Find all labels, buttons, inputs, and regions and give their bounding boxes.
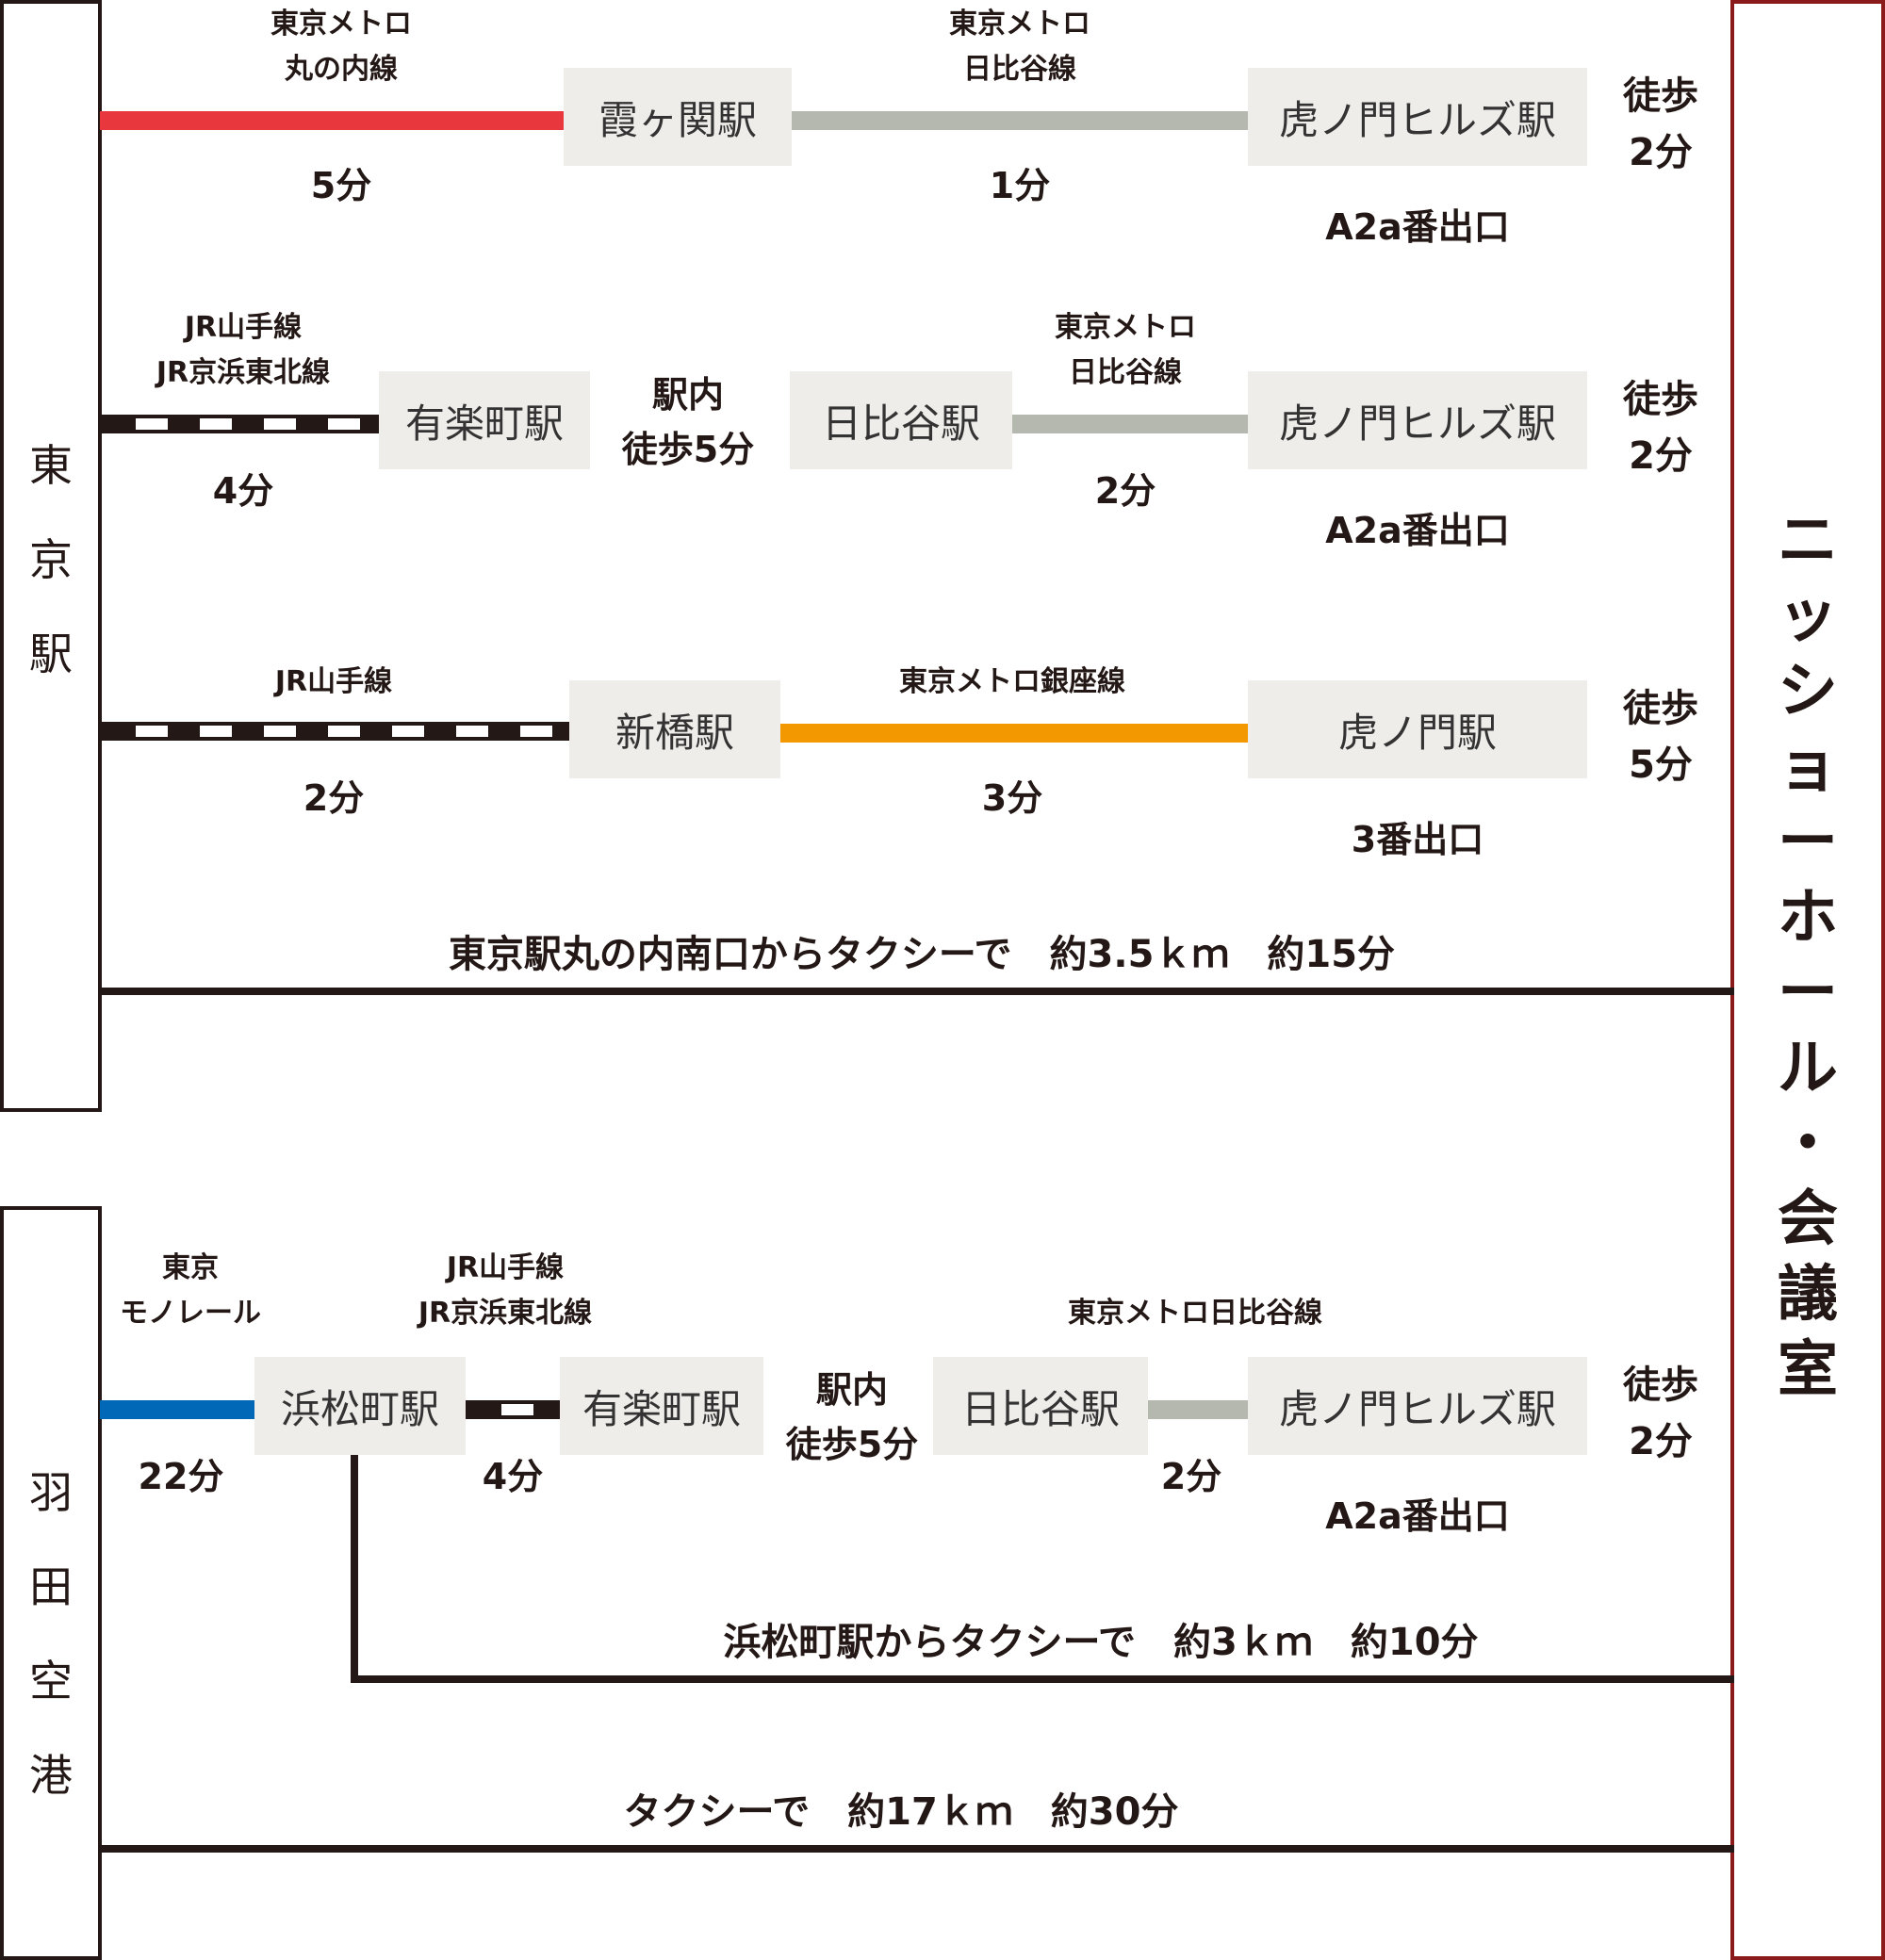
- route4-line2-jr: [466, 1400, 560, 1419]
- route1-line1-time: 5分: [310, 165, 372, 206]
- route2-transfer-walk: 駅内 徒歩5分: [621, 374, 755, 470]
- route4-line1-monorail: [100, 1400, 256, 1419]
- taxi-from-tokyo-line: [100, 988, 1734, 995]
- route1-station-kasumigaseki: 霞ヶ関駅: [564, 68, 792, 166]
- route1-walk: 徒歩 2分: [1623, 74, 1698, 174]
- route4-exit: A2a番出口: [1325, 1495, 1510, 1537]
- route2-line1-time: 4分: [212, 470, 274, 512]
- route4-station-hamamatsucho: 浜松町駅: [254, 1357, 466, 1455]
- route2-line2-hibiya: [1012, 415, 1248, 433]
- origin-tokyo-label: 東 京 駅: [29, 440, 73, 679]
- route2-line1-jr: [100, 415, 379, 433]
- route1-station-toranomon-hills: 虎ノ門ヒルズ駅: [1248, 68, 1587, 166]
- route4-line1-time: 22分: [138, 1456, 224, 1497]
- taxi-from-haneda-label: タクシーで 約17ｋｍ 約30分: [623, 1790, 1179, 1834]
- route1-line2-time: 1分: [989, 165, 1051, 206]
- route4-station-hibiya: 日比谷駅: [933, 1357, 1148, 1455]
- route1-line1-marunouchi: [100, 111, 566, 130]
- route4-station-toranomon-hills: 虎ノ門ヒルズ駅: [1248, 1357, 1587, 1455]
- route3-line2-label: 東京メトロ銀座線: [899, 665, 1125, 698]
- route3-walk: 徒歩 5分: [1623, 687, 1698, 787]
- route4-walk: 徒歩 2分: [1623, 1364, 1698, 1463]
- taxi-from-tokyo-label: 東京駅丸の内南口からタクシーで 約3.5ｋｍ 約15分: [448, 933, 1396, 976]
- route3-station-toranomon: 虎ノ門駅: [1248, 680, 1587, 778]
- route1-exit: A2a番出口: [1325, 206, 1510, 248]
- destination-name: ニ ッ シ ョ ー ホ ー ル ・ 会 議 室: [1778, 506, 1838, 1405]
- route4-line3-label: 東京メトロ日比谷線: [1068, 1297, 1322, 1330]
- route1-line2-label: 東京メトロ 日比谷線: [949, 8, 1090, 86]
- taxi-from-hamamatsucho-connector: [351, 1455, 358, 1681]
- route2-line2-label: 東京メトロ 日比谷線: [1055, 311, 1196, 389]
- route4-transfer-walk: 駅内 徒歩5分: [785, 1369, 919, 1465]
- origin-tokyo-station: 東 京 駅: [0, 0, 102, 1112]
- route3-line2-ginza: [780, 724, 1248, 743]
- taxi-from-hamamatsucho-line: [351, 1675, 1734, 1683]
- route3-line1-label: JR山手線: [274, 665, 393, 698]
- route4-line2-time: 4分: [482, 1456, 544, 1497]
- route2-station-yurakucho: 有楽町駅: [379, 371, 590, 469]
- route4-line2-label: JR山手線 JR京浜東北線: [418, 1251, 593, 1330]
- route3-exit: 3番出口: [1351, 819, 1484, 860]
- route2-exit: A2a番出口: [1325, 510, 1510, 551]
- route2-walk: 徒歩 2分: [1623, 378, 1698, 478]
- route1-line1-label: 東京メトロ 丸の内線: [270, 8, 412, 86]
- route3-line1-time: 2分: [303, 777, 365, 819]
- route4-station-yurakucho: 有楽町駅: [560, 1357, 763, 1455]
- route2-line2-time: 2分: [1094, 470, 1156, 512]
- route3-line2-time: 3分: [981, 777, 1043, 819]
- destination-box: ニ ッ シ ョ ー ホ ー ル ・ 会 議 室: [1730, 0, 1885, 1960]
- route2-line1-label: JR山手線 JR京浜東北線: [156, 311, 331, 389]
- route4-line3-hibiya: [1148, 1400, 1248, 1419]
- route2-station-hibiya: 日比谷駅: [790, 371, 1012, 469]
- route3-station-shimbashi: 新橋駅: [569, 680, 780, 778]
- origin-haneda-airport: 羽 田 空 港: [0, 1206, 102, 1960]
- origin-haneda-label: 羽 田 空 港: [29, 1467, 73, 1801]
- route3-line1-jr: [100, 722, 569, 741]
- taxi-from-haneda-line: [100, 1845, 1734, 1853]
- route4-line3-time: 2分: [1160, 1456, 1222, 1497]
- route2-station-toranomon-hills: 虎ノ門ヒルズ駅: [1248, 371, 1587, 469]
- route4-line1-label: 東京 モノレール: [120, 1251, 261, 1330]
- route1-line2-hibiya: [792, 111, 1248, 130]
- taxi-from-hamamatsucho-label: 浜松町駅からタクシーで 約3ｋｍ 約10分: [723, 1621, 1479, 1664]
